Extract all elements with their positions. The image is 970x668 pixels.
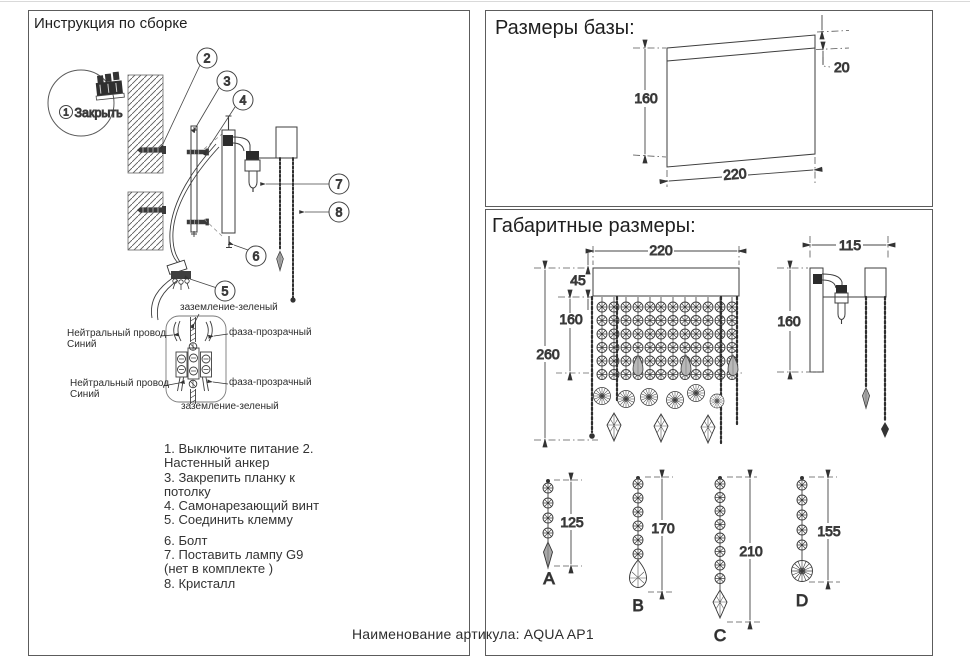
overall-dimensions-panel bbox=[485, 209, 933, 656]
assembly-step: 1. Выключите питание 2. bbox=[164, 441, 314, 456]
assembly-step: 8. Кристалл bbox=[164, 575, 236, 591]
assembly-step: 4. Самонарезающий винт bbox=[164, 498, 320, 514]
wire-label-neutral-line1: Нейтральный провод bbox=[67, 328, 167, 339]
wire-label-neutral-top: Нейтральный провод Синий bbox=[67, 328, 166, 350]
wire-label-phase-top: фаза-прозрачный bbox=[229, 327, 312, 338]
overall-dimensions-title: Габаритные размеры: bbox=[492, 215, 696, 237]
assembly-step: 5. Соединить клемму bbox=[164, 512, 293, 528]
article-name-label: Наименование артикула: AQUA AP1 bbox=[352, 626, 594, 642]
wire-label-ground-bottom: заземление-зеленый bbox=[181, 401, 279, 412]
assembly-step: 6. Болт bbox=[164, 532, 208, 548]
wire-label-phase-bottom: фаза-прозрачный bbox=[229, 377, 312, 388]
assembly-step: (нет в комплекте ) bbox=[164, 561, 274, 577]
assembly-steps-list: 1. Выключите питание 2. Настенный анкер … bbox=[164, 441, 320, 591]
base-dimensions-title: Размеры базы: bbox=[495, 17, 635, 39]
assembly-step: 3. Закрепить планку к bbox=[164, 469, 295, 485]
wire-label-neutral-line1: Нейтральный провод bbox=[70, 378, 170, 389]
wire-label-neutral-line2: Синий bbox=[67, 339, 97, 350]
scan-edge-line bbox=[0, 1, 970, 2]
wire-label-neutral-line2: Синий bbox=[70, 389, 100, 400]
wire-label-ground-top: заземление-зеленый bbox=[180, 302, 278, 313]
assembly-step: Настенный анкер bbox=[164, 455, 270, 471]
assembly-step: 7. Поставить лампу G9 bbox=[164, 547, 304, 563]
wire-label-neutral-bottom: Нейтральный провод Синий bbox=[70, 378, 169, 400]
assembly-step: потолку bbox=[164, 483, 211, 499]
assembly-title: Инструкция по сборке bbox=[34, 15, 188, 32]
